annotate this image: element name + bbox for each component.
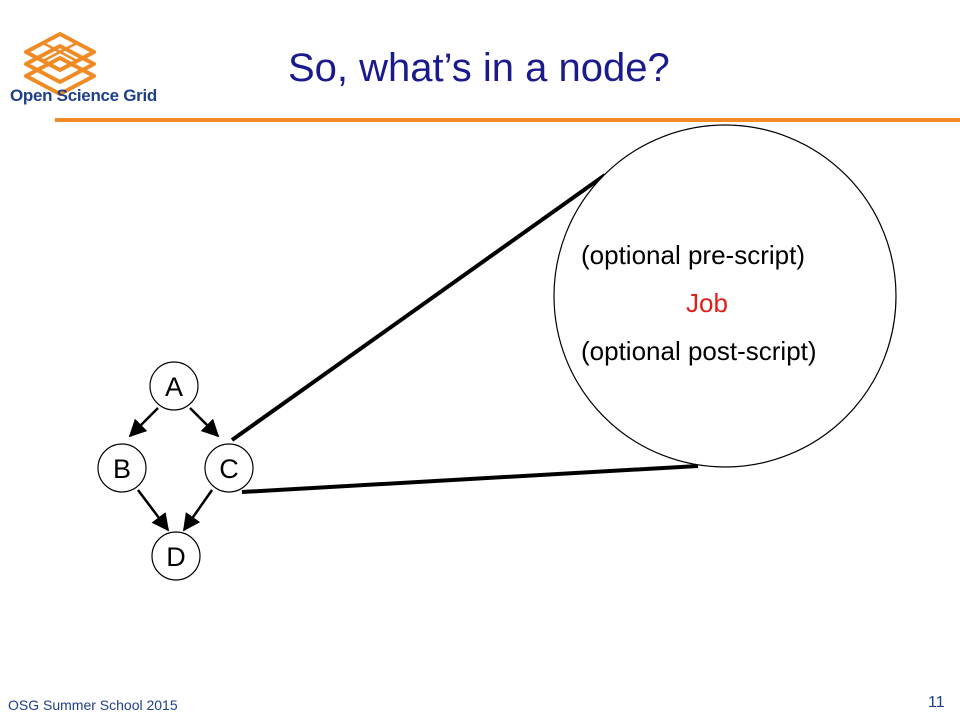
edge-c-d: [182, 489, 214, 532]
zoom-line-bottom: [241, 464, 699, 494]
header-rule: [55, 118, 960, 122]
dag-node-d: D: [151, 531, 201, 581]
dag-node-b-label: B: [113, 454, 131, 484]
job-label: Job: [686, 288, 728, 318]
dag-node-b: B: [97, 443, 147, 493]
post-script-label: (optional post-script): [581, 336, 817, 366]
dag-node-d-label: D: [166, 542, 186, 572]
dag-node-c-label: C: [219, 454, 239, 484]
dag-node-c: C: [204, 443, 254, 493]
edge-a-b: [128, 407, 159, 438]
footer-event: OSG Summer School 2015: [8, 697, 178, 713]
edge-b-d: [137, 489, 170, 532]
logo-text: Open Science Grid: [10, 86, 158, 105]
dag-node-a: A: [149, 361, 199, 411]
edge-a-c: [189, 407, 220, 438]
dag-node-a-label: A: [165, 372, 183, 402]
node-detail-circle: [553, 124, 897, 468]
zoom-line-top: [230, 173, 607, 442]
slide-title: So, what’s in a node?: [288, 46, 670, 90]
osg-logo-icon: [24, 32, 96, 96]
pre-script-label: (optional pre-script): [581, 240, 805, 270]
page-number: 11: [928, 694, 945, 711]
